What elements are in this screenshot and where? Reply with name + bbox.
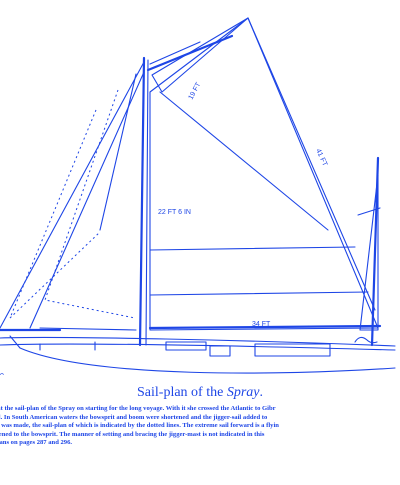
- mainsail: [149, 17, 379, 331]
- jigger-gaff: [357, 207, 381, 216]
- title-start: Sail-plan of the: [137, 385, 227, 400]
- caption-line: plans on pages 287 and 296.: [0, 439, 73, 447]
- reef-line-1: [149, 246, 356, 251]
- hull-rail: [0, 343, 396, 351]
- hull-stem: [9, 335, 21, 349]
- figure-title: Sail-plan of the Spray.: [0, 385, 400, 401]
- gaff-dimension: 19 FT: [188, 81, 203, 101]
- forestay: [0, 61, 145, 329]
- flying-jib-dotted: [9, 109, 101, 319]
- caption-line: zil. In South American waters the bowspr…: [0, 413, 268, 421]
- backstay: [247, 17, 376, 311]
- topsail: [151, 17, 249, 93]
- title-ship-name: Spray: [226, 385, 260, 400]
- companion: [209, 345, 231, 357]
- boom-dimension: 34 FT: [252, 321, 271, 328]
- sail-seam: [159, 91, 329, 231]
- boom: [148, 324, 382, 330]
- hull-bottom: [19, 347, 396, 374]
- gaff-upper: [149, 41, 201, 65]
- tiller: [354, 336, 378, 344]
- title-end: .: [259, 385, 263, 400]
- mainmast: [138, 56, 146, 347]
- sail-plan-drawing: 19 FT 41 FT 22 FT 6 IN 34 FT 0: [0, 17, 396, 375]
- leech-dimension: 41 FT: [314, 148, 328, 168]
- mast-dimension: 22 FT 6 IN: [158, 209, 191, 216]
- jib-stay: [29, 71, 145, 329]
- jigger-mast: [370, 156, 380, 347]
- caption-line: ent the sail-plan of the Spray on starti…: [0, 405, 276, 412]
- reef-line-2: [149, 291, 369, 296]
- mainmast-inner: [145, 59, 149, 346]
- caption-line: ip was made, the sail-plan of which is i…: [0, 422, 279, 430]
- gaff: [146, 34, 234, 72]
- cabin-house: [254, 343, 331, 357]
- forward-hatch: [165, 341, 207, 351]
- jigger-sail: [359, 174, 379, 331]
- corner-mark: 0: [0, 373, 4, 375]
- figure-caption: ent the sail-plan of the Spray on starti…: [0, 405, 400, 448]
- caption-line: stened to the bowsprit. The manner of se…: [0, 430, 265, 438]
- jib-foot: [39, 327, 137, 331]
- staysail-luff: [99, 73, 137, 231]
- hull: [0, 336, 396, 347]
